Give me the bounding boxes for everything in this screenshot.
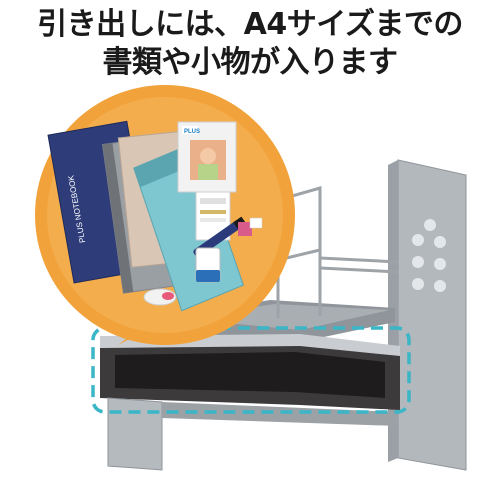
postcard-pack	[195, 191, 231, 241]
organizer-left-leg	[107, 397, 163, 471]
photo-paper-brand: PLUS	[184, 129, 200, 135]
ventilation-holes	[412, 219, 446, 292]
drawer-highlight	[91, 326, 411, 414]
pink-eraser	[238, 217, 263, 236]
caption-line-1: 引き出しには、A4サイズまでの	[37, 7, 463, 42]
photo-paper-pack: PLUS	[177, 121, 237, 193]
callout-items: PLUS NOTEBOOK PLUS	[47, 120, 263, 312]
caption-line-2: 書類や小物が入ります	[102, 45, 399, 80]
correction-tape	[195, 247, 221, 283]
drawer-inner	[115, 352, 385, 398]
organizer-base	[162, 402, 398, 426]
wire-bookend	[276, 186, 399, 318]
organizer-right-panel	[397, 159, 467, 471]
pink-tape	[143, 288, 177, 306]
caption: 引き出しには、A4サイズまでの 書類や小物が入ります	[0, 6, 500, 82]
